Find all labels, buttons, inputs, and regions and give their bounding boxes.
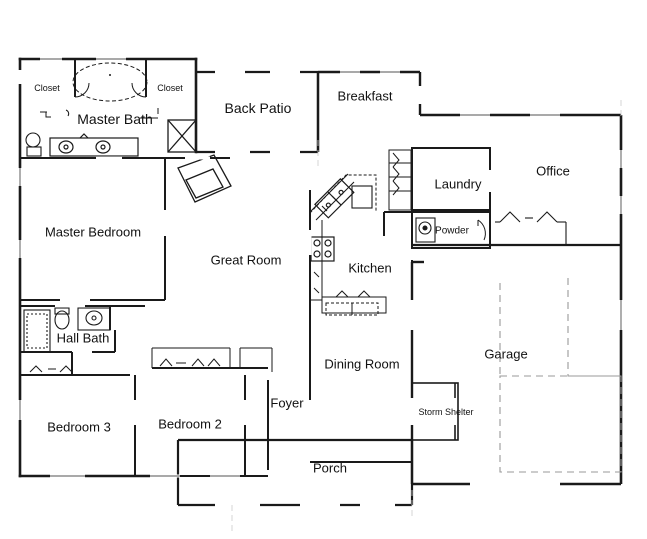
breakfast-nook-outline	[316, 70, 621, 152]
dishwasher-icon	[351, 185, 373, 209]
garage-walls	[410, 260, 424, 484]
construction-guides	[231, 100, 622, 534]
back-patio-outline	[196, 70, 320, 154]
great-room-walls	[267, 190, 311, 470]
hall-bath-walls	[20, 305, 145, 376]
kitchen-counters	[309, 173, 355, 221]
bedroom-closet-shelving	[29, 347, 273, 373]
pantry-shelving-icon	[388, 149, 412, 211]
master-suite-walls	[20, 59, 230, 301]
kitchen-island-icon	[321, 290, 387, 316]
laundry-walls	[411, 147, 491, 211]
shower-stall-icon	[167, 119, 197, 153]
storm-shelter-walls	[411, 382, 459, 441]
kitchen-counter-dashed	[309, 174, 377, 214]
dining-room-walls	[310, 260, 413, 463]
powder-room-walls	[383, 211, 491, 249]
kitchen-cabinets	[310, 220, 323, 301]
master-vanity-icon	[49, 133, 139, 157]
fireplace-icon	[177, 154, 232, 203]
window-glazing-lines	[19, 58, 622, 477]
bedroom-walls	[134, 367, 268, 477]
toilet-hall-icon	[54, 307, 70, 330]
hall-vanity-icon	[77, 307, 111, 331]
foyer-porch-walls	[176, 438, 414, 507]
window-openings	[18, 57, 623, 507]
closet-door-swings	[74, 82, 147, 98]
right-exterior-wall	[412, 115, 623, 486]
master-bath-misc-fixtures	[40, 108, 159, 119]
garage-parking-outline	[499, 278, 622, 473]
oval-tub-icon	[72, 62, 148, 102]
bathtub-icon	[23, 309, 51, 353]
powder-toilet-icon	[415, 217, 436, 243]
office-builtins-icon	[495, 211, 567, 245]
kitchen-sink-icon	[314, 178, 355, 219]
toilet-master-icon	[25, 132, 42, 157]
powder-door-swing	[477, 219, 486, 241]
